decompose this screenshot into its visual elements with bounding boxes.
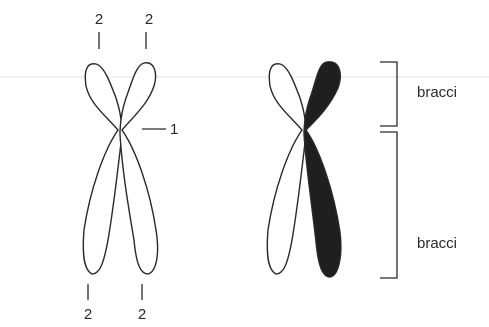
callout-top-right: 2: [145, 11, 153, 28]
brackets: [380, 62, 397, 278]
right-chromosome-chromatid-dark: [304, 62, 341, 277]
upper-bracket-label: bracci: [417, 84, 457, 101]
right-chromosome-chromatid-light: [267, 64, 306, 274]
lower-bracket-label: bracci: [417, 235, 457, 252]
right-chromosome: [267, 62, 341, 277]
upper-bracket: [380, 62, 397, 126]
callout-bottom-right: 2: [138, 306, 146, 323]
callout-centromere: 1: [170, 121, 178, 138]
callout-bottom-left: 2: [84, 306, 92, 323]
left-chromosome-chromatid-left: [83, 64, 122, 274]
left-chromosome-chromatid-right: [120, 63, 158, 274]
callout-top-left: 2: [95, 11, 103, 28]
lower-bracket: [380, 132, 397, 278]
left-chromosome: [83, 63, 157, 274]
